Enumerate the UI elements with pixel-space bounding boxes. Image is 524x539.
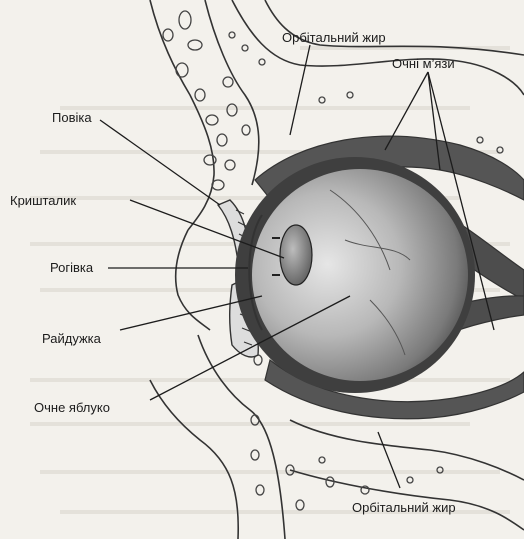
label-iris: Райдужка <box>42 331 102 346</box>
label-lens: Кришталик <box>10 193 76 208</box>
label-orbital-fat-top: Орбітальний жир <box>282 30 386 45</box>
label-orbital-fat-bottom: Орбітальний жир <box>352 500 456 515</box>
label-eyeball: Очне яблуко <box>34 400 110 415</box>
eyeball <box>235 157 475 393</box>
label-eye-muscles: Очні м’язи <box>392 56 455 71</box>
label-eyelid: Повіка <box>52 110 92 125</box>
label-cornea: Рогівка <box>50 260 94 275</box>
